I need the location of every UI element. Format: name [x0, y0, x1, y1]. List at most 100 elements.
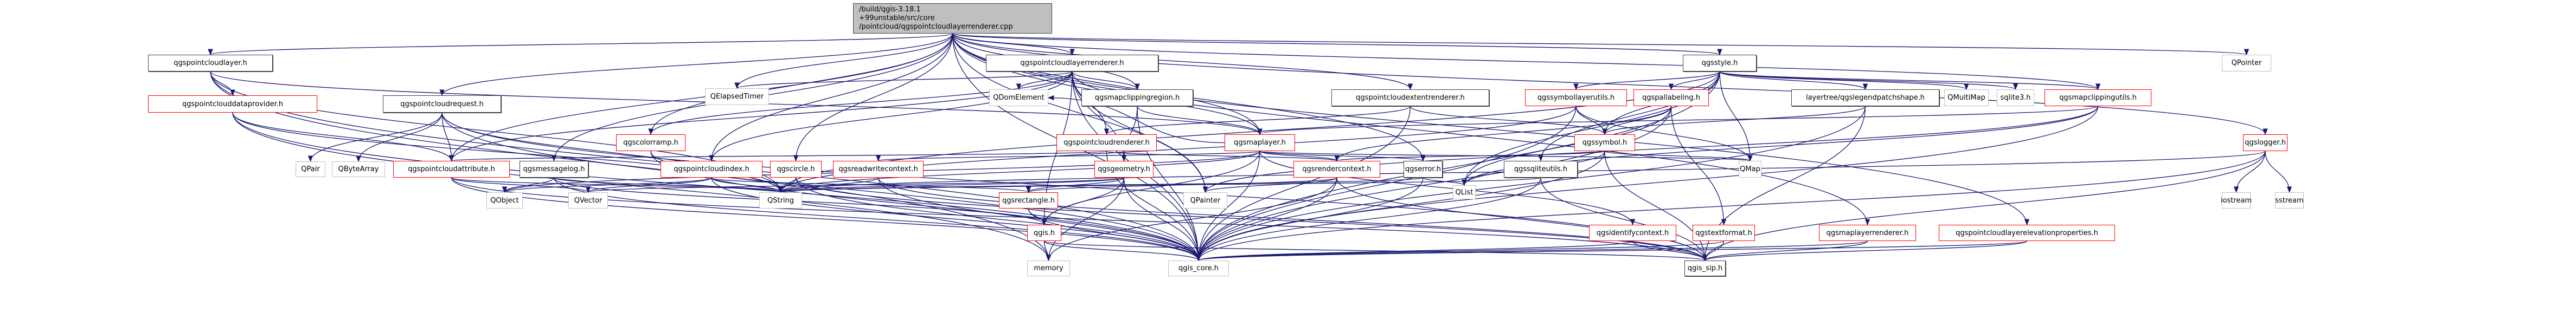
edge-geometry-to-qstring	[778, 177, 1125, 193]
include-node-circle[interactable]: qgscircle.h	[770, 161, 822, 178]
include-node-qpointer: QPointer	[2222, 55, 2271, 71]
include-node-qdom: QDomElement	[989, 89, 1048, 106]
include-node-pclrenderer[interactable]: qgspointcloudlayerrenderer.h	[986, 55, 1158, 71]
edge-maplayer-to-qstring	[778, 151, 1260, 193]
include-node-rendercontext[interactable]: qgsrendercontext.h	[1293, 161, 1380, 178]
edge-pclrenderer-to-qdom	[1016, 71, 1073, 90]
edge-qgis-to-memory	[1043, 240, 1052, 262]
edge-identctx-to-qgiscore	[1196, 240, 1633, 262]
edge-maplayer-to-rendercontext	[1259, 151, 1340, 162]
edge-pcrequest-to-qpair	[307, 112, 443, 162]
include-node-pcelev[interactable]: qgspointcloudlayerelevationproperties.h	[1939, 225, 2115, 241]
include-node-qgiscore: qgis_core.h	[1168, 261, 1229, 276]
edge-root-to-style	[952, 33, 1722, 56]
include-node-maplayer[interactable]: qgsmaplayer.h	[1225, 134, 1295, 151]
edge-style-to-sqlite3	[1719, 71, 2018, 90]
edge-pcrequest-to-qbytearray	[356, 112, 443, 162]
edge-circle-to-qgissip	[795, 177, 1708, 262]
include-node-symbol[interactable]: qgssymbol.h	[1574, 134, 1635, 151]
include-node-error[interactable]: qgserror.h	[1404, 161, 1443, 178]
edge-pcelev-to-qgissip	[1702, 240, 2028, 262]
edge-pcindex-to-qvector	[585, 177, 712, 193]
include-node-geometry[interactable]: qgsgeometry.h	[1094, 161, 1154, 178]
include-node-pallabel[interactable]: qgspallabeling.h	[1633, 89, 1709, 106]
edge-symlayutils-to-qstring	[778, 106, 1577, 193]
edge-symbol-to-qmap	[1604, 151, 1753, 162]
include-node-mapcliputils[interactable]: qgsmapclippingutils.h	[2045, 89, 2151, 106]
include-node-qmultimap: QMultiMap	[1944, 89, 1989, 106]
edge-pcelev-to-qgiscore	[1196, 240, 2028, 262]
edge-rendercontext-to-memory	[1046, 177, 1337, 262]
edge-pcattribute-to-qgissip	[451, 177, 1708, 262]
include-node-pcextrend[interactable]: qgspointcloudextentrenderer.h	[1331, 89, 1489, 106]
include-node-qgissip[interactable]: qgis_sip.h	[1684, 261, 1726, 276]
include-node-colorramp[interactable]: qgscolorramp.h	[616, 134, 685, 151]
edge-msglog-to-qgiscore	[553, 177, 1201, 262]
edge-maplayrend-to-qgissip	[1702, 240, 1868, 262]
include-node-rectangle[interactable]: qgsrectangle.h	[999, 192, 1058, 209]
edge-logger-to-qgiscore	[1196, 151, 2266, 262]
edge-root-to-pclrenderer	[952, 33, 1075, 56]
include-node-qelapsed: QElapsedTimer	[705, 88, 769, 105]
edge-identctx-to-qgissip	[1632, 240, 1708, 262]
include-node-rwcontext[interactable]: qgsreadwritecontext.h	[833, 161, 924, 178]
include-node-pcattribute[interactable]: qgspointcloudattribute.h	[393, 161, 510, 178]
edge-sqliteutils-to-qstring	[778, 177, 1541, 193]
include-node-pclayer[interactable]: qgspointcloudlayer.h	[148, 55, 273, 71]
include-node-pcrequest[interactable]: qgspointcloudrequest.h	[383, 95, 501, 113]
edge-root-to-qpointer	[952, 33, 2248, 56]
include-node-pcdataprov[interactable]: qgspointclouddataprovider.h	[148, 95, 317, 113]
include-node-identctx[interactable]: qgsidentifycontext.h	[1589, 225, 1676, 241]
edge-style-to-pallabel	[1668, 71, 1720, 90]
edge-style-to-mapcliputils	[1719, 71, 2100, 90]
include-node-iostream: iostream	[2221, 192, 2252, 209]
edge-sqliteutils-to-qgissip	[1540, 177, 1708, 262]
include-node-sqliteutils[interactable]: qgssqliteutils.h	[1504, 161, 1578, 178]
edge-pcindex-to-qstring	[711, 177, 784, 193]
edge-pclrenderer-to-qelapsed	[734, 71, 1073, 89]
include-node-sqlite3: sqlite3.h	[1997, 89, 2034, 106]
edge-pcrenderer-to-pcattribute	[450, 151, 1107, 162]
edge-maplayrend-to-qgiscore	[1196, 240, 1868, 262]
include-node-style[interactable]: qgsstyle.h	[1683, 55, 1757, 71]
edge-rwcontext-to-qgissip	[877, 177, 1708, 262]
edge-error-to-qgiscore	[1196, 177, 1424, 262]
edge-symlayutils-to-qgiscore	[1196, 106, 1577, 262]
edge-maplayer-to-qmap	[1259, 151, 1752, 162]
edge-pallabel-to-rendercontext	[1334, 106, 1672, 162]
edge-pcextrend-to-symbol	[1409, 106, 1607, 135]
edge-sqliteutils-to-qgiscore	[1196, 177, 1541, 262]
edge-style-to-qmultimap	[1719, 71, 1969, 90]
include-node-msglog[interactable]: qgsmessagelog.h	[520, 161, 588, 178]
include-node-mapclipreg[interactable]: qgsmapclippingregion.h	[1081, 89, 1193, 106]
edge-pcattribute-to-qvector	[451, 177, 591, 193]
include-node-textformat[interactable]: qgstextformat.h	[1693, 225, 1755, 241]
edge-mapcliputils-to-qlist	[1462, 106, 2099, 186]
include-node-qbytearray: QByteArray	[332, 161, 385, 177]
include-node-pcrenderer[interactable]: qgspointcloudrenderer.h	[1056, 134, 1157, 151]
edge-pcrequest-to-pcattribute	[441, 112, 454, 162]
edge-maplayer-to-qgiscore	[1196, 151, 1260, 262]
include-node-memory: memory	[1027, 261, 1070, 276]
include-node-qgis[interactable]: qgis.h	[1027, 225, 1061, 241]
include-node-qmap: QMap	[1739, 161, 1761, 178]
include-node-qstring: QString	[759, 192, 802, 209]
edge-root-to-pcattribute	[448, 33, 953, 162]
edge-pclrenderer-to-mapclipreg	[1072, 71, 1140, 90]
include-node-qvector: QVector	[568, 192, 608, 209]
edge-pclrenderer-to-pcattribute	[448, 71, 1073, 162]
edge-pcrenderer-to-rendercontext	[1106, 151, 1340, 162]
root-file-node[interactable]: /build/qgis-3.18.1 +99unstable/src/core …	[853, 3, 1052, 34]
include-node-legendpatch[interactable]: layertree/qgslegendpatchshape.h	[1791, 89, 1939, 106]
include-node-symlayutils[interactable]: qgssymbollayerutils.h	[1525, 89, 1627, 106]
edge-logger-to-iostream	[2233, 151, 2266, 193]
edge-root-to-circle	[793, 33, 953, 162]
include-node-logger[interactable]: qgslogger.h	[2243, 134, 2287, 151]
include-node-pcindex[interactable]: qgspointcloudindex.h	[661, 161, 762, 178]
edge-pallabel-to-qgiscore	[1196, 106, 1672, 262]
edge-mapclipreg-to-maplayer	[1137, 106, 1263, 135]
edge-rectangle-to-qgiscore	[1028, 208, 1201, 262]
edge-pcrequest-to-qgiscore	[441, 112, 1201, 262]
include-node-maplayrend[interactable]: qgsmaplayerrenderer.h	[1819, 225, 1916, 241]
